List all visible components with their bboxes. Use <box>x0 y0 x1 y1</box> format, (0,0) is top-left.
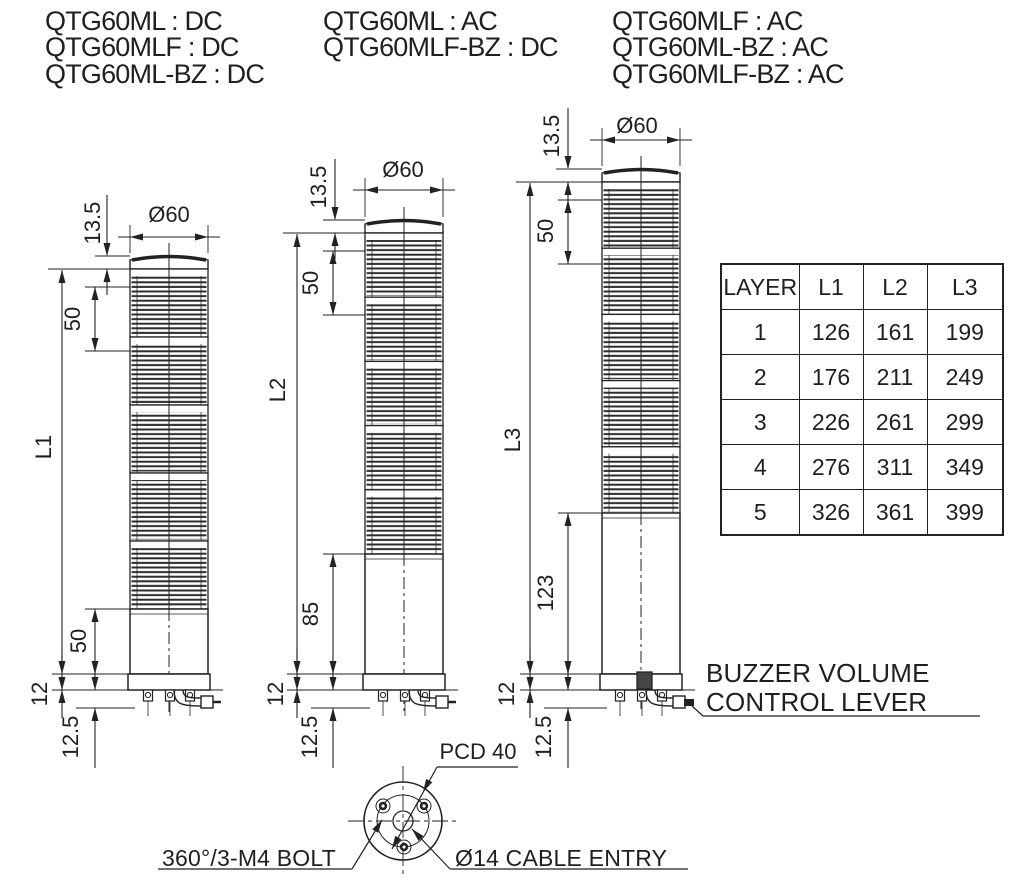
model-label: QTG60MLF : AC <box>612 6 803 36</box>
dim-overall-t3: L3 <box>500 427 525 453</box>
dim-bolt-t3: 12.5 <box>531 715 556 759</box>
table-header-row: LAYER L1 L2 L3 <box>720 263 1004 310</box>
table-cell: 1 <box>720 309 800 355</box>
table-header-l3: L3 <box>926 263 1004 310</box>
table-header-l2: L2 <box>862 263 928 310</box>
table-cell: 349 <box>926 444 1004 490</box>
dim-cap-height-t1: 13.5 <box>80 201 105 245</box>
model-label: QTG60ML : AC <box>323 6 498 36</box>
table-cell: 161 <box>862 309 928 355</box>
table-cell: 261 <box>862 399 928 445</box>
table-cell: 311 <box>862 444 928 490</box>
buzzer-label-line2: CONTROL LEVER <box>706 687 928 717</box>
table-header-l1: L1 <box>798 263 864 310</box>
dim-plate-t2: 12 <box>263 681 288 707</box>
buzzer-volume-label: BUZZER VOLUME CONTROL LEVER <box>706 659 930 717</box>
table-row: 4 276 311 349 <box>720 444 1004 490</box>
dim-module-t2: 50 <box>298 270 323 296</box>
table-cell: 176 <box>798 354 864 400</box>
dim-base-t3: 123 <box>533 574 558 612</box>
buzzer-label-line1: BUZZER VOLUME <box>706 658 930 688</box>
pcd-label: PCD 40 <box>439 739 517 764</box>
dim-overall-t2: L2 <box>265 377 290 403</box>
table-cell: 126 <box>798 309 864 355</box>
dim-cap-height-t2: 13.5 <box>306 165 331 209</box>
table-row: 3 226 261 299 <box>720 399 1004 445</box>
bolt-label: 360°/3-M4 BOLT <box>162 845 336 871</box>
table-cell: 399 <box>926 489 1004 536</box>
tower-diagram-3 <box>516 108 695 768</box>
table-header-layer: LAYER <box>720 263 800 310</box>
leader-lines <box>158 705 980 870</box>
dim-base-t1: 50 <box>66 628 91 654</box>
table-row: 5 326 361 399 <box>720 489 1004 536</box>
model-label: QTG60MLF-BZ : DC <box>323 32 559 63</box>
dim-module-t3: 50 <box>533 218 558 244</box>
table-cell: 361 <box>862 489 928 536</box>
tower-diagram-2 <box>283 159 458 768</box>
table-cell: 5 <box>720 489 800 536</box>
table-cell: 211 <box>862 354 928 400</box>
dim-plate-t1: 12 <box>27 681 52 707</box>
dim-bolt-t2: 12.5 <box>297 715 322 759</box>
table-cell: 4 <box>720 444 800 490</box>
model-list-mixed: QTG60ML : AC QTG60MLF-BZ : DC <box>323 6 559 63</box>
table-row: 2 176 211 249 <box>720 354 1004 400</box>
model-label: QTG60MLF-BZ : AC <box>612 58 845 89</box>
cable-entry-label: Ø14 CABLE ENTRY <box>455 845 668 871</box>
table-cell: 226 <box>798 399 864 445</box>
dim-module-t1: 50 <box>60 306 85 332</box>
table-row: 1 126 161 199 <box>720 309 1004 355</box>
table-cell: 276 <box>798 444 864 490</box>
table-cell: 326 <box>798 489 864 536</box>
tower-diagram-1 <box>48 195 223 768</box>
table-cell: 199 <box>926 309 1004 355</box>
model-label: QTG60ML : DC <box>45 6 223 36</box>
dim-plate-t3: 12 <box>494 681 519 707</box>
table-cell: 3 <box>720 399 800 445</box>
dim-diameter-t1: Ø60 <box>148 202 190 227</box>
model-label: QTG60MLF : DC <box>45 32 239 63</box>
model-label: QTG60ML-BZ : DC <box>45 58 265 89</box>
dim-base-t2: 85 <box>298 601 323 627</box>
table-cell: 249 <box>926 354 1004 400</box>
model-list-dc: QTG60ML : DC QTG60MLF : DC QTG60ML-BZ : … <box>45 6 265 89</box>
dim-diameter-t3: Ø60 <box>616 113 658 138</box>
dim-diameter-t2: Ø60 <box>382 157 424 182</box>
model-list-ac: QTG60MLF : AC QTG60ML-BZ : AC QTG60MLF-B… <box>612 6 845 89</box>
dim-cap-height-t3: 13.5 <box>539 114 564 158</box>
table-cell: 2 <box>720 354 800 400</box>
model-label: QTG60ML-BZ : AC <box>612 32 829 63</box>
dim-bolt-t1: 12.5 <box>58 715 83 759</box>
bottom-view <box>348 766 458 876</box>
table-cell: 299 <box>926 399 1004 445</box>
dim-overall-t1: L1 <box>31 434 56 460</box>
layer-spec-table: LAYER L1 L2 L3 1 126 161 199 2 176 211 2… <box>720 263 1004 536</box>
